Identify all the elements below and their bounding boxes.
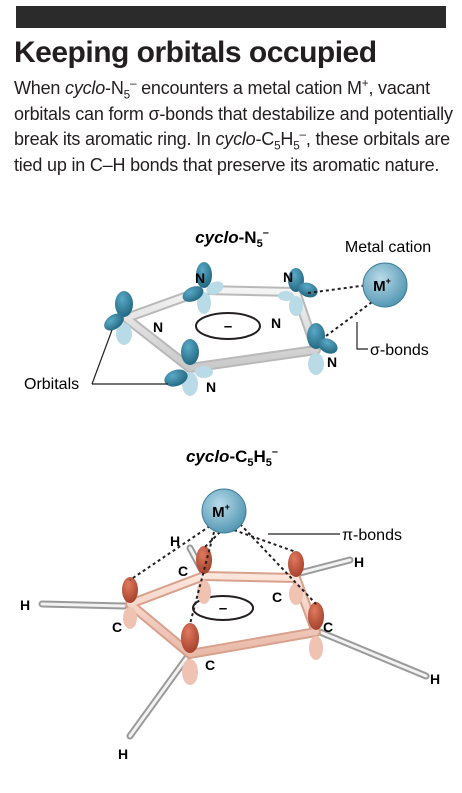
- n-atom-label-5: N: [327, 354, 337, 370]
- ring-charge: –: [224, 318, 232, 335]
- metal-cation-symbol: M+: [373, 276, 391, 295]
- cyclo-n5-diagram: cyclo-N5– Metal cation –: [24, 227, 431, 396]
- n-orbital-3: [307, 323, 338, 375]
- pi-bond-lines: [129, 523, 317, 625]
- c-atom-label-4: C: [323, 619, 333, 635]
- figure-title: Keeping orbitals occupied: [14, 36, 377, 69]
- metal-cation-label: Metal cation: [345, 239, 431, 256]
- h-atom-label-1: H: [170, 533, 180, 549]
- c-atom-label-1: C: [178, 563, 188, 579]
- n-atom-label-2: N: [283, 269, 293, 285]
- n-atom-label-4: N: [153, 319, 163, 335]
- header-bar: [16, 6, 446, 28]
- h-atom-label-5: H: [118, 746, 128, 762]
- h-atom-label-4: H: [430, 671, 440, 687]
- cyclo-c5h5-diagram: cyclo-C5H5– –: [20, 446, 440, 762]
- orbitals-callout-1: [91, 329, 113, 385]
- c-atom-label-5: C: [205, 657, 215, 673]
- c-orbital-5: [122, 577, 138, 629]
- c-atom-label-3: C: [112, 619, 122, 635]
- aromatic-ring-symbol-bottom: [192, 595, 254, 621]
- n-orbital-1: [182, 262, 224, 314]
- figure-caption: When cyclo-N5– encounters a metal cation…: [14, 77, 453, 175]
- aromatic-ring-symbol: [195, 312, 261, 340]
- bottom-heading: cyclo-C5H5–: [186, 446, 278, 469]
- h-atom-label-2: H: [354, 554, 364, 570]
- sigma-bond-1: [307, 284, 369, 294]
- metal-cation-symbol-bottom: M+: [212, 502, 230, 521]
- n-atom-label-3: N: [271, 315, 281, 331]
- c-atom-label-2: C: [272, 589, 282, 605]
- pi-bonds-label: π-bonds: [342, 527, 402, 544]
- top-heading: cyclo-N5–: [195, 227, 269, 250]
- c-orbital-2: [288, 551, 304, 605]
- c-orbital-4: [181, 623, 199, 685]
- n-orbital-5: [104, 291, 133, 345]
- c5-ring-highlight: [127, 573, 319, 657]
- orbitals-label: Orbitals: [24, 376, 79, 393]
- sigma-callout-line: [356, 322, 368, 350]
- c-orbital-3: [308, 602, 324, 660]
- sigma-bond-2: [325, 301, 373, 337]
- h-atom-label-3: H: [20, 597, 30, 613]
- n-orbital-2: [278, 268, 318, 316]
- metal-cation-circle: [362, 262, 408, 308]
- ring-charge-bottom: –: [219, 600, 227, 617]
- sigma-bonds-label: σ-bonds: [370, 342, 429, 359]
- n-orbital-4: [164, 339, 213, 396]
- n-atom-label-6: N: [206, 379, 216, 395]
- metal-cation-circle-bottom: [201, 488, 247, 534]
- n-atom-label-1: N: [195, 270, 205, 286]
- n5-ring-highlight: [123, 287, 319, 371]
